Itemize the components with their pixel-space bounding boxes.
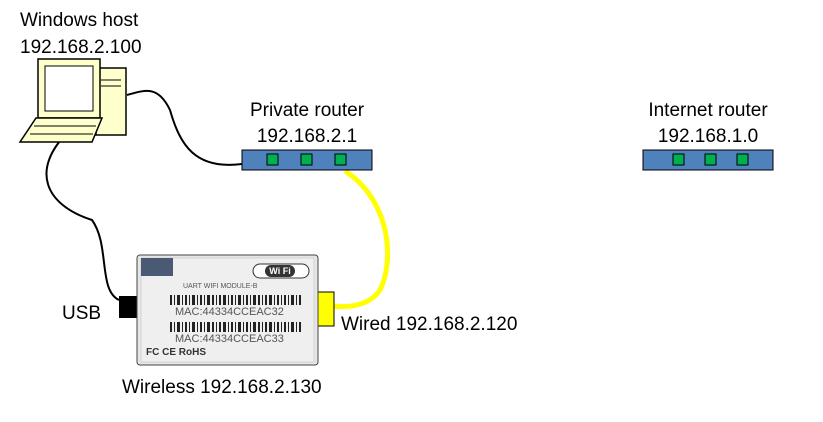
- usb-plug: [119, 296, 139, 318]
- module-title: UART WIFI MODULE-B: [183, 283, 258, 290]
- private-router-ip: 192.168.2.1: [256, 126, 358, 147]
- cable-router-to-module-ethernet: [332, 168, 391, 310]
- internet-router-ip: 192.168.1.0: [657, 126, 759, 147]
- windows-host-ip: 192.168.2.100: [20, 37, 142, 58]
- windows-host-name: Windows host: [20, 10, 139, 31]
- internet-router-icon: [642, 149, 774, 171]
- private-router-name: Private router: [249, 100, 365, 121]
- computer-icon: [18, 58, 127, 143]
- module-certification-marks: FC CE RoHS: [146, 347, 206, 358]
- wired-label: Wired 192.168.2.120: [341, 314, 518, 335]
- cable-host-to-router: [126, 89, 243, 166]
- module-mac-1: MAC:44334CCEAC32: [175, 306, 284, 318]
- wifi-module-icon: [119, 254, 335, 366]
- usb-label: USB: [62, 303, 102, 324]
- internet-router-name: Internet router: [648, 100, 768, 121]
- wireless-label: Wireless 192.168.2.130: [122, 377, 322, 398]
- module-mac-2: MAC:44334CCEAC33: [175, 333, 284, 345]
- module-wifi-badge: Wi Fi: [269, 266, 291, 276]
- private-router-icon: [241, 149, 373, 171]
- cable-host-to-module-usb: [45, 131, 120, 301]
